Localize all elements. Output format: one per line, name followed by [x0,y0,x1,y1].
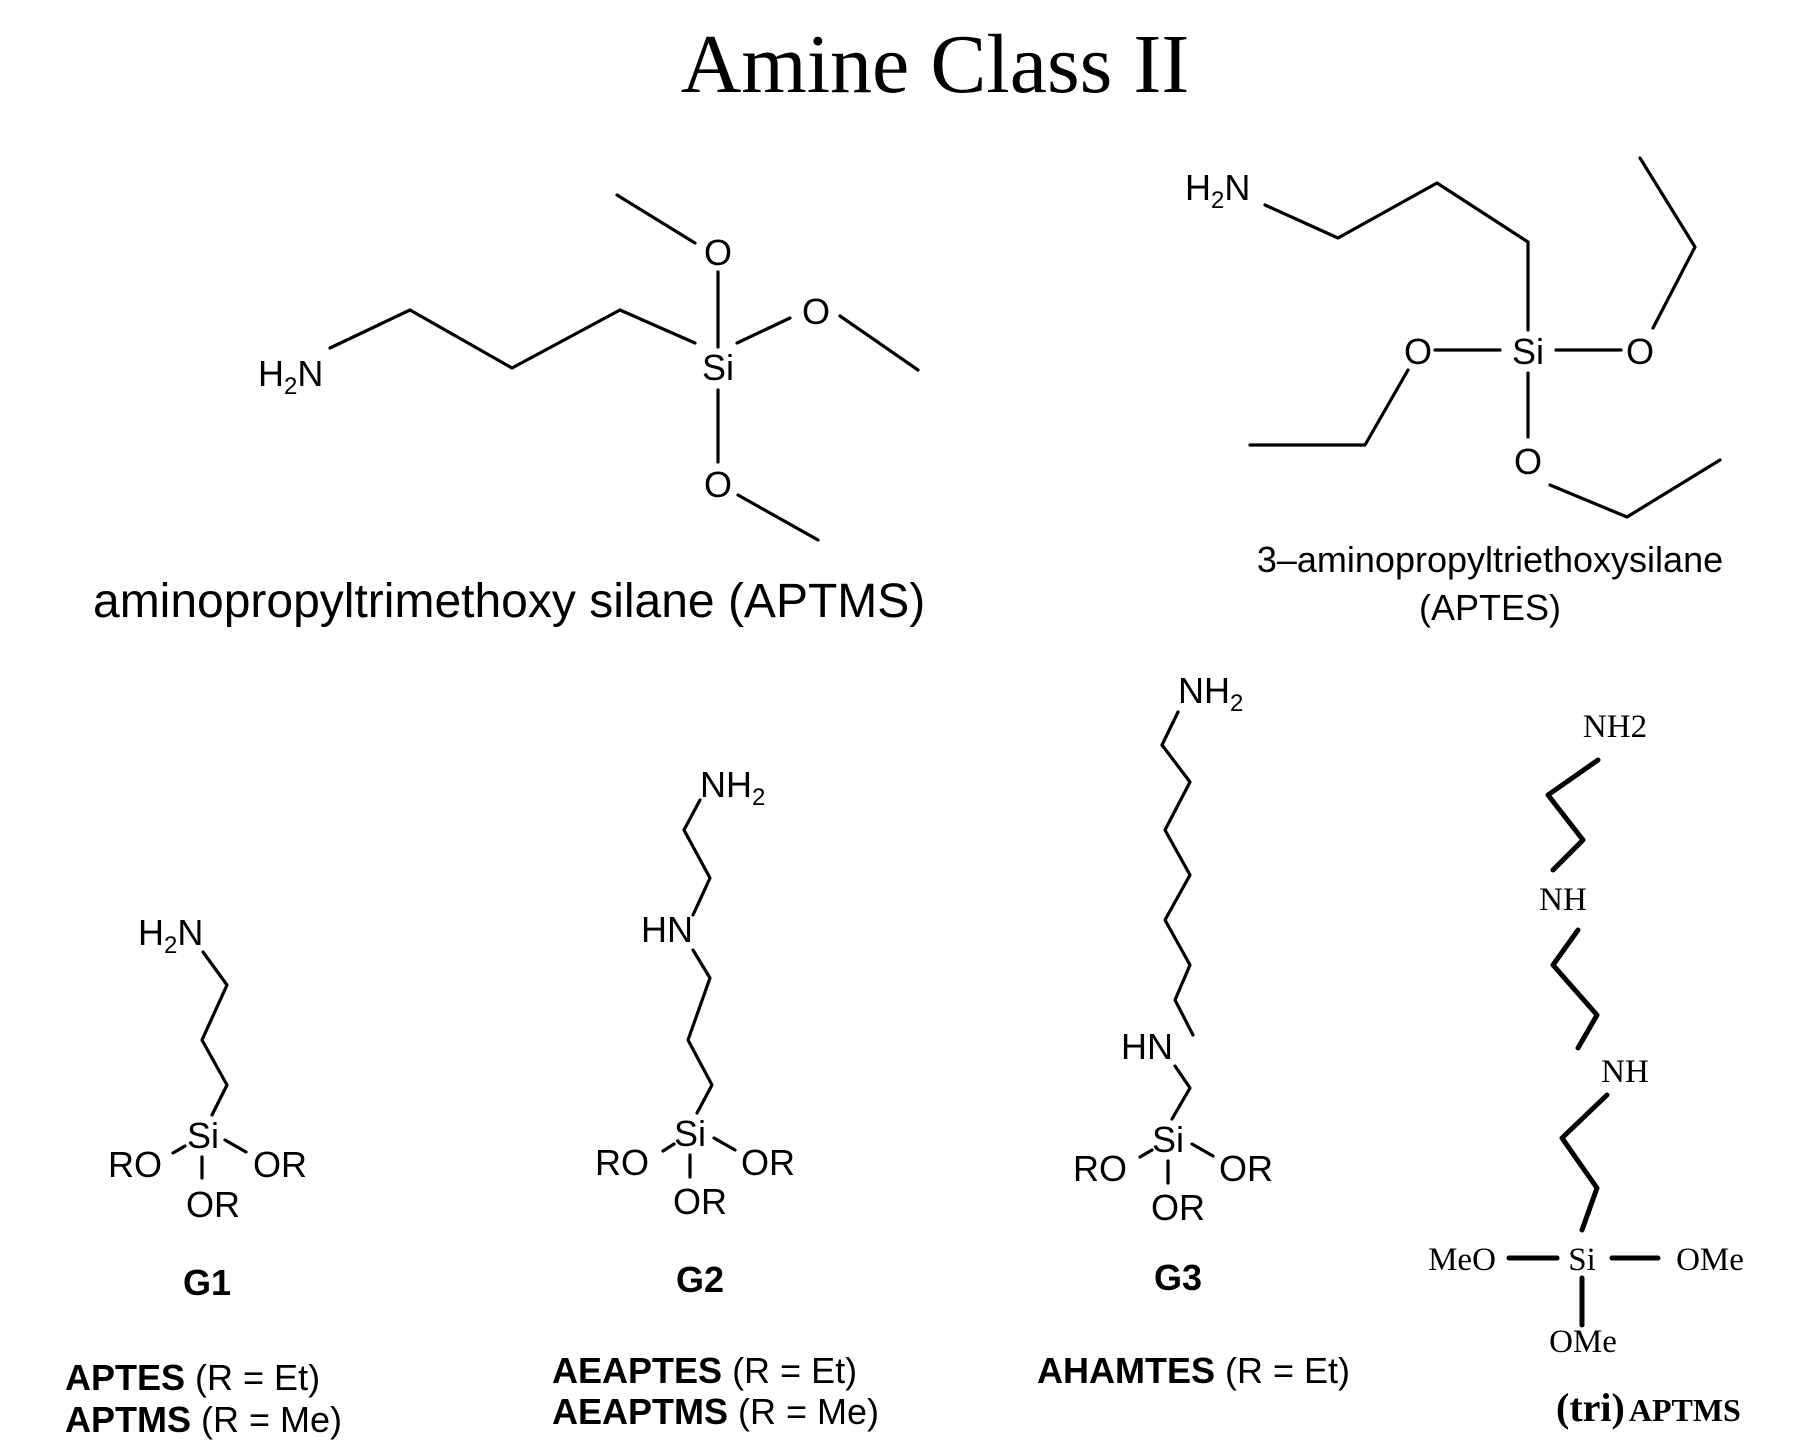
atom-o: O [1626,331,1654,372]
atom-or: OR [253,1144,307,1185]
atom-h: H [1185,167,1211,208]
compound-detail: (R = Me) [201,1399,342,1440]
atom-ro: RO [108,1144,162,1185]
compound-name: AEAPTES [552,1350,722,1391]
atom-nh: NH [700,764,752,805]
atom-or: OR [186,1184,240,1225]
atom-n: N [297,353,323,394]
atom-h: H [138,912,164,953]
atom-subscript: 2 [164,932,177,959]
compound-name: APTES [65,1357,185,1398]
atom-meo: MeO [1428,1242,1496,1278]
g3-compound-line1: AHAMTES (R = Et) [1037,1350,1350,1391]
atom-h2n: H2N [138,912,203,959]
compound-name: AEAPTMS [552,1391,728,1432]
g1-structure: H2N Si RO OR OR [108,912,307,1225]
atom-si: Si [1152,1119,1184,1160]
g1-compound-line2: APTMS (R = Me) [65,1399,342,1440]
generation-label-g1: G1 [183,1262,231,1303]
g3-structure: NH2 HN Si RO OR OR [1073,670,1273,1228]
aptes-structure: H2N Si O O O 3–aminopropyltriethoxysilan… [1185,156,1723,628]
atom-h2n: H2N [1185,167,1250,214]
aptms-structure: H2N Si O O O aminopropyltrimethoxy silan… [93,193,925,628]
compound-name: AHAMTES [1037,1350,1215,1391]
compound-detail: (R = Et) [1225,1350,1350,1391]
tri-name: APTMS [1629,1392,1741,1428]
atom-or: OR [1151,1187,1205,1228]
atom-n: N [1224,167,1250,208]
tri-aptms-structure: NH2 NH NH Si MeO OMe OMe [1428,709,1744,1360]
aptes-caption-line1: 3–aminopropyltriethoxysilane [1257,539,1723,580]
atom-o: O [1404,331,1432,372]
compound-detail: (R = Et) [195,1357,320,1398]
atom-nh: NH [1601,1054,1649,1090]
atom-ro: RO [1073,1148,1127,1189]
g1-compound-line1: APTES (R = Et) [65,1357,320,1398]
g2-compound-line2: AEAPTMS (R = Me) [552,1391,879,1432]
atom-ome: OMe [1549,1324,1617,1360]
atom-nh2: NH2 [1178,670,1243,717]
atom-si: Si [1512,331,1544,372]
compound-detail: (R = Me) [738,1391,879,1432]
atom-subscript: 2 [1211,187,1224,214]
atom-subscript: 2 [752,784,765,811]
atom-o: O [704,232,732,273]
atom-o: O [1514,441,1542,482]
atom-subscript: 2 [1230,690,1243,717]
atom-ro: RO [595,1142,649,1183]
atom-or: OR [673,1181,727,1222]
atom-si: Si [1568,1242,1596,1278]
atom-o: O [704,464,732,505]
atom-ome: OMe [1676,1242,1744,1278]
atom-hn: HN [1121,1026,1173,1067]
atom-o: O [802,291,830,332]
g2-compound-line1: AEAPTES (R = Et) [552,1350,857,1391]
atom-or: OR [1219,1148,1273,1189]
figure-title: Amine Class II [681,18,1190,111]
tri-prefix: (tri) [1556,1385,1625,1430]
atom-hn: HN [641,909,693,950]
atom-si: Si [674,1113,706,1154]
atom-h: H [258,353,284,394]
compound-detail: (R = Et) [732,1350,857,1391]
atom-subscript: 2 [284,373,297,400]
atom-nh2: NH2 [1583,709,1647,745]
atom-nh2: NH2 [700,764,765,811]
aptes-caption-line2: (APTES) [1419,587,1561,628]
g2-structure: NH2 HN Si RO OR OR [595,764,795,1222]
atom-si: Si [702,347,734,388]
aptms-caption: aminopropyltrimethoxy silane (APTMS) [93,575,925,628]
compound-name: APTMS [65,1399,191,1440]
tri-aptms-caption: (tri) APTMS [1556,1385,1741,1430]
atom-nh: NH [1178,670,1230,711]
generation-label-g2: G2 [676,1259,724,1300]
atom-si: Si [187,1115,219,1156]
atom-nh: NH [1539,882,1587,918]
atom-n: N [177,912,203,953]
atom-or: OR [741,1142,795,1183]
generation-label-g3: G3 [1154,1257,1202,1298]
atom-h2n: H2N [258,353,323,400]
